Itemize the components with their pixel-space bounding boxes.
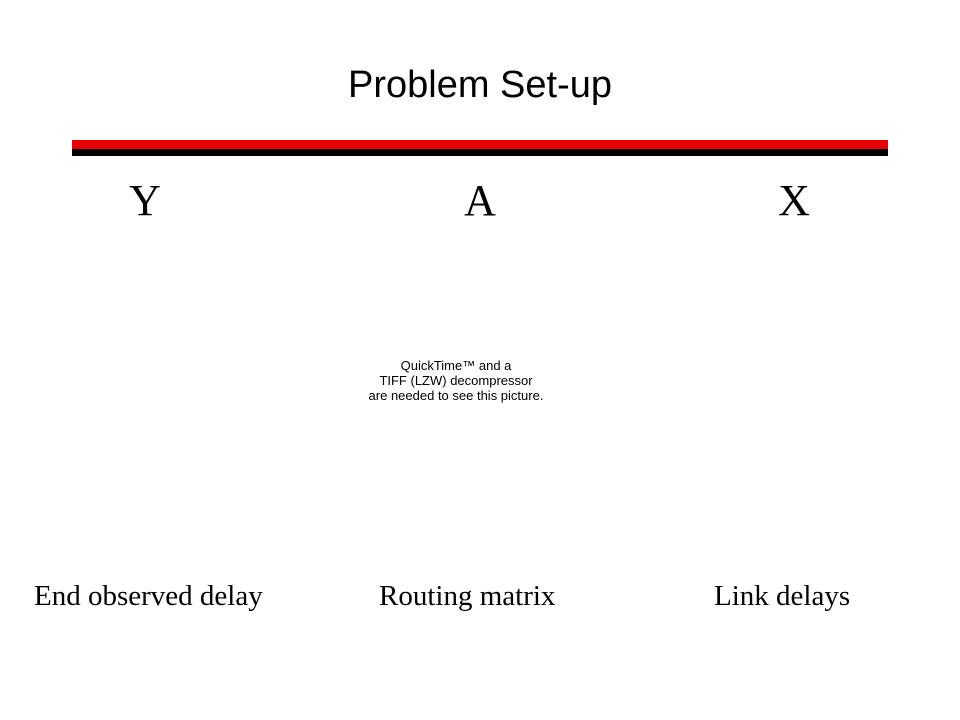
slide-title: Problem Set-up xyxy=(347,64,612,106)
variable-a: A xyxy=(464,176,496,225)
variable-y: Y xyxy=(129,176,161,225)
missing-image-placeholder: QuickTime™ and a TIFF (LZW) decompressor… xyxy=(330,358,582,403)
caption-end-observed-delay: End observed delay xyxy=(34,580,263,612)
variable-x: X xyxy=(778,176,810,225)
title-underline-black xyxy=(72,149,888,156)
caption-routing-matrix: Routing matrix xyxy=(379,580,556,612)
placeholder-line-2: TIFF (LZW) decompressor xyxy=(379,373,533,388)
title-underline-red xyxy=(72,140,888,149)
placeholder-line-3: are needed to see this picture. xyxy=(368,388,544,403)
placeholder-line-1: QuickTime™ and a xyxy=(400,358,512,373)
caption-link-delays: Link delays xyxy=(714,580,851,612)
